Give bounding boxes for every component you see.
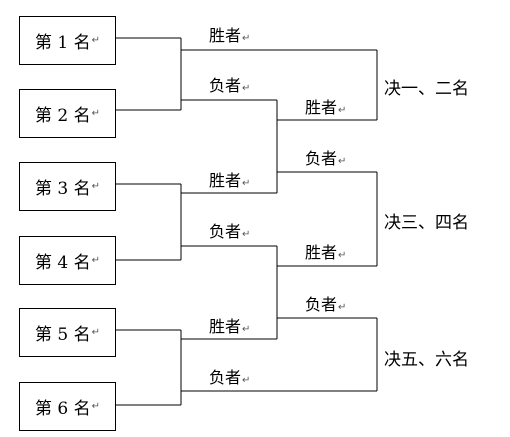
loser-label: 负者↵	[209, 76, 251, 95]
player-label: 第 3 名	[34, 179, 91, 199]
player-label: 第 4 名	[34, 253, 91, 273]
player-label: 第 1 名	[34, 33, 91, 53]
result-label-1-2: 决一、二名	[384, 79, 469, 99]
paragraph-mark-icon: ↵	[338, 156, 347, 167]
player-label: 第 5 名	[34, 325, 91, 345]
winner-label: 胜者↵	[305, 98, 347, 117]
player-label: 第 2 名	[34, 106, 91, 126]
result-label-5-6: 决五、六名	[384, 350, 469, 370]
player-label: 第 6 名	[34, 399, 91, 419]
loser-label: 负者↵	[209, 368, 251, 387]
paragraph-mark-icon: ↵	[91, 35, 100, 46]
player-box-4: 第 4 名↵	[19, 236, 116, 285]
loser-label: 负者↵	[305, 149, 347, 168]
paragraph-mark-icon: ↵	[91, 327, 100, 338]
paragraph-mark-icon: ↵	[242, 178, 251, 189]
paragraph-mark-icon: ↵	[242, 33, 251, 44]
paragraph-mark-icon: ↵	[242, 375, 251, 386]
paragraph-mark-icon: ↵	[91, 401, 100, 412]
paragraph-mark-icon: ↵	[338, 302, 347, 313]
winner-label: 胜者↵	[209, 26, 251, 45]
player-box-3: 第 3 名↵	[19, 162, 116, 211]
paragraph-mark-icon: ↵	[338, 105, 347, 116]
paragraph-mark-icon: ↵	[91, 108, 100, 119]
loser-label: 负者↵	[305, 295, 347, 314]
winner-label: 胜者↵	[305, 243, 347, 262]
paragraph-mark-icon: ↵	[338, 250, 347, 261]
player-box-6: 第 6 名↵	[19, 382, 116, 431]
player-box-5: 第 5 名↵	[19, 308, 116, 357]
winner-label: 胜者↵	[209, 317, 251, 336]
paragraph-mark-icon: ↵	[242, 324, 251, 335]
player-box-2: 第 2 名↵	[19, 89, 116, 138]
paragraph-mark-icon: ↵	[242, 229, 251, 240]
player-box-1: 第 1 名↵	[19, 16, 116, 65]
loser-label: 负者↵	[209, 222, 251, 241]
paragraph-mark-icon: ↵	[242, 83, 251, 94]
paragraph-mark-icon: ↵	[91, 181, 100, 192]
result-label-3-4: 决三、四名	[384, 213, 469, 233]
paragraph-mark-icon: ↵	[91, 255, 100, 266]
winner-label: 胜者↵	[209, 171, 251, 190]
